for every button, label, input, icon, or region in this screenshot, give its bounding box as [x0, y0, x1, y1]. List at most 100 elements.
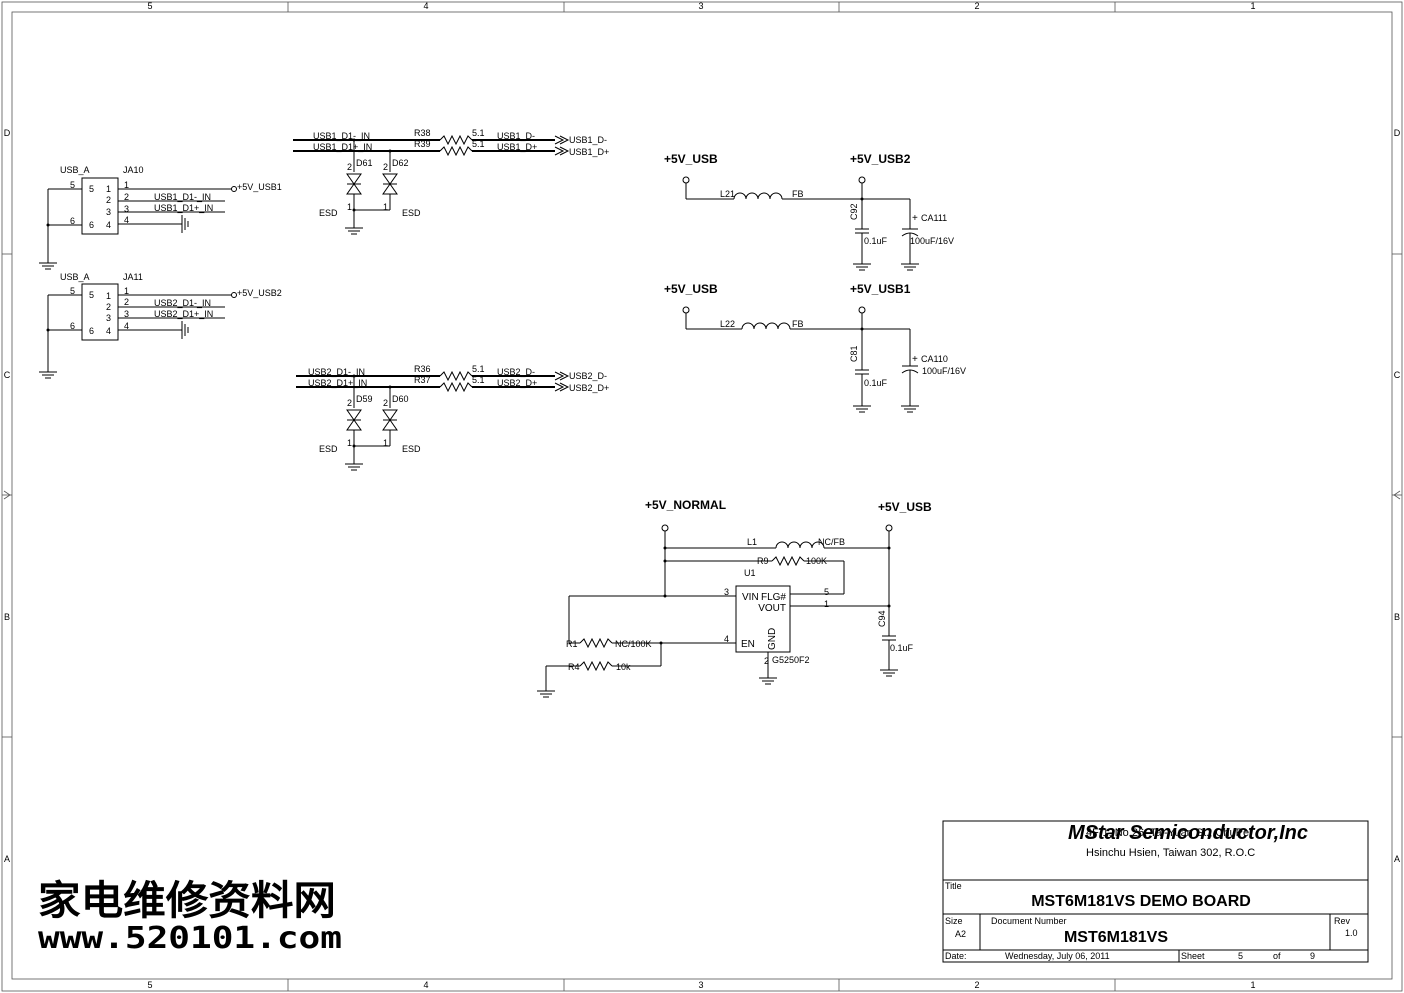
date-value: Wednesday, July 06, 2011: [1005, 951, 1110, 961]
col-label-bottom: 2: [974, 980, 979, 990]
col-label-top: 2: [974, 1, 979, 11]
filter-usb2[interactable]: +5V_USB +5V_USB2 L21 FB C92 0.1uF + CA11…: [664, 152, 954, 271]
pin-number: 2: [764, 656, 769, 666]
cap-ref: C94: [877, 610, 887, 627]
size-label: Size: [945, 916, 963, 926]
diode-ref: D61: [356, 158, 373, 168]
col-label-bottom: 4: [423, 980, 428, 990]
port-dp: USB1_D+: [569, 147, 609, 157]
resistor-ref: R36: [414, 364, 431, 374]
resistor-r9: [771, 555, 805, 567]
date-label: Date:: [945, 951, 967, 961]
col-label-top: 1: [1250, 1, 1255, 11]
company-address-1: 4F-1, No.26, Tai-Yuan St., ChuPei: [1086, 827, 1252, 839]
filter-usb1[interactable]: +5V_USB +5V_USB1 L22 FB C81 0.1uF + CA11…: [664, 282, 966, 413]
inductor-type: FB: [792, 189, 804, 199]
net-out-dm: USB2_D-: [497, 367, 535, 377]
usb-connector-ja10[interactable]: USB_A JA10 5 6 1 2 3 4 5 6 1 2 3 4 +5V_U…: [38, 165, 282, 270]
sheet-label: Sheet: [1181, 951, 1205, 961]
of-label: of: [1273, 951, 1281, 961]
connector-type: USB_A: [60, 165, 90, 175]
row-label-left: C: [4, 370, 11, 380]
inductor-type: FB: [792, 319, 804, 329]
net-dm: USB1_D1-_IN: [154, 192, 211, 202]
pin-label: 2: [106, 195, 111, 205]
esd-block-usb1[interactable]: USB1_D1-_IN USB1_D1+_IN R38 R39 5.1 5.1 …: [293, 128, 609, 235]
resistor-r1: [579, 637, 613, 649]
of-value: 9: [1310, 951, 1315, 961]
row-label-right: D: [1394, 128, 1401, 138]
pin-vin: VIN: [742, 592, 759, 603]
pin-label: 4: [106, 326, 111, 336]
connector-type: USB_A: [60, 272, 90, 282]
net-dp: USB1_D1+_IN: [154, 203, 213, 213]
pin-number: 1: [347, 438, 352, 448]
net-src: +5V_USB: [664, 152, 718, 166]
inductor-l22: [741, 322, 791, 330]
connector-ref: JA10: [123, 165, 144, 175]
power-switch-u1[interactable]: +5V_NORMAL +5V_USB L1 NC/FB R9 100K U1 V…: [536, 498, 932, 698]
pin-number: 6: [70, 321, 75, 331]
pin-number: 4: [124, 321, 129, 331]
pin-label: 5: [89, 290, 94, 300]
watermark: 家电维修资料网 www.520101.com: [38, 877, 342, 956]
pin-number: 3: [724, 587, 729, 597]
resistor-r38: [439, 134, 473, 146]
pin-number: 1: [383, 202, 388, 212]
pin-number: 1: [124, 180, 129, 190]
net-in-dp: USB1_D1+_IN: [313, 142, 372, 152]
resistor-r36: [439, 370, 473, 382]
inductor-l1: [775, 541, 825, 549]
esd-block-usb2[interactable]: USB2_D1-_IN USB2_D1+_IN R36 R37 5.1 5.1 …: [296, 364, 609, 471]
pin-number: 5: [824, 587, 829, 597]
diode-ref: D59: [356, 394, 373, 404]
net-dm: USB2_D1-_IN: [154, 298, 211, 308]
ecap-plus: +: [912, 354, 918, 365]
size-value: A2: [955, 929, 966, 939]
pin-number: 2: [347, 398, 352, 408]
connector-ref: JA11: [123, 272, 143, 282]
pin-number: 4: [124, 215, 129, 225]
net-dst: +5V_USB2: [850, 152, 911, 166]
company-name: MStar Semiconductor,Inc: [1068, 822, 1308, 844]
ic-ref: U1: [744, 568, 756, 578]
inductor-ref: L1: [747, 537, 757, 547]
pin-en: EN: [741, 639, 755, 650]
resistor-ref: R4: [568, 662, 580, 672]
pin-label: 6: [89, 326, 94, 336]
row-label-right: C: [1394, 370, 1401, 380]
company-address-2: Hsinchu Hsien, Taiwan 302, R.O.C: [1086, 847, 1255, 859]
net-dp: USB2_D1+_IN: [154, 309, 213, 319]
net-in-dp: USB2_D1+_IN: [308, 378, 367, 388]
net-in-dm: USB2_D1-_IN: [308, 367, 365, 377]
pin-flg: FLG#: [761, 592, 786, 603]
watermark-cn: 家电维修资料网: [38, 877, 336, 924]
pin-label: 1: [106, 184, 111, 194]
pin-number: 3: [124, 204, 129, 214]
rev-value: 1.0: [1345, 928, 1358, 938]
resistor-r37: [439, 381, 473, 393]
resistor-ref: R9: [757, 556, 769, 566]
title-block: MStar Semiconductor,Inc 4F-1, No.26, Tai…: [942, 820, 1369, 963]
usb-connector-ja11[interactable]: USB_A JA11 5 6 1 2 3 4 5 6 1 2 3 4 +5V_U…: [38, 272, 282, 379]
pin-label: 5: [89, 184, 94, 194]
pin-vout: VOUT: [758, 603, 786, 614]
pin-number: 5: [70, 180, 75, 190]
net-src: +5V_USB: [664, 282, 718, 296]
rev-label: Rev: [1334, 916, 1351, 926]
col-label-bottom: 1: [1250, 980, 1255, 990]
watermark-url: www.520101.com: [38, 921, 342, 956]
inductor-ref: L22: [720, 319, 735, 329]
row-label-right: A: [1394, 854, 1400, 864]
row-label-left: A: [4, 854, 10, 864]
pin-number: 1: [824, 599, 829, 609]
resistor-ref: R39: [414, 139, 431, 149]
col-label-top: 4: [423, 1, 428, 11]
resistor-ref: R38: [414, 128, 431, 138]
inductor-ref: L21: [720, 189, 735, 199]
pin-number: 5: [70, 286, 75, 296]
esd-label: ESD: [402, 208, 421, 218]
ecap-ref: CA111: [921, 213, 947, 223]
net-src: +5V_NORMAL: [645, 498, 726, 512]
